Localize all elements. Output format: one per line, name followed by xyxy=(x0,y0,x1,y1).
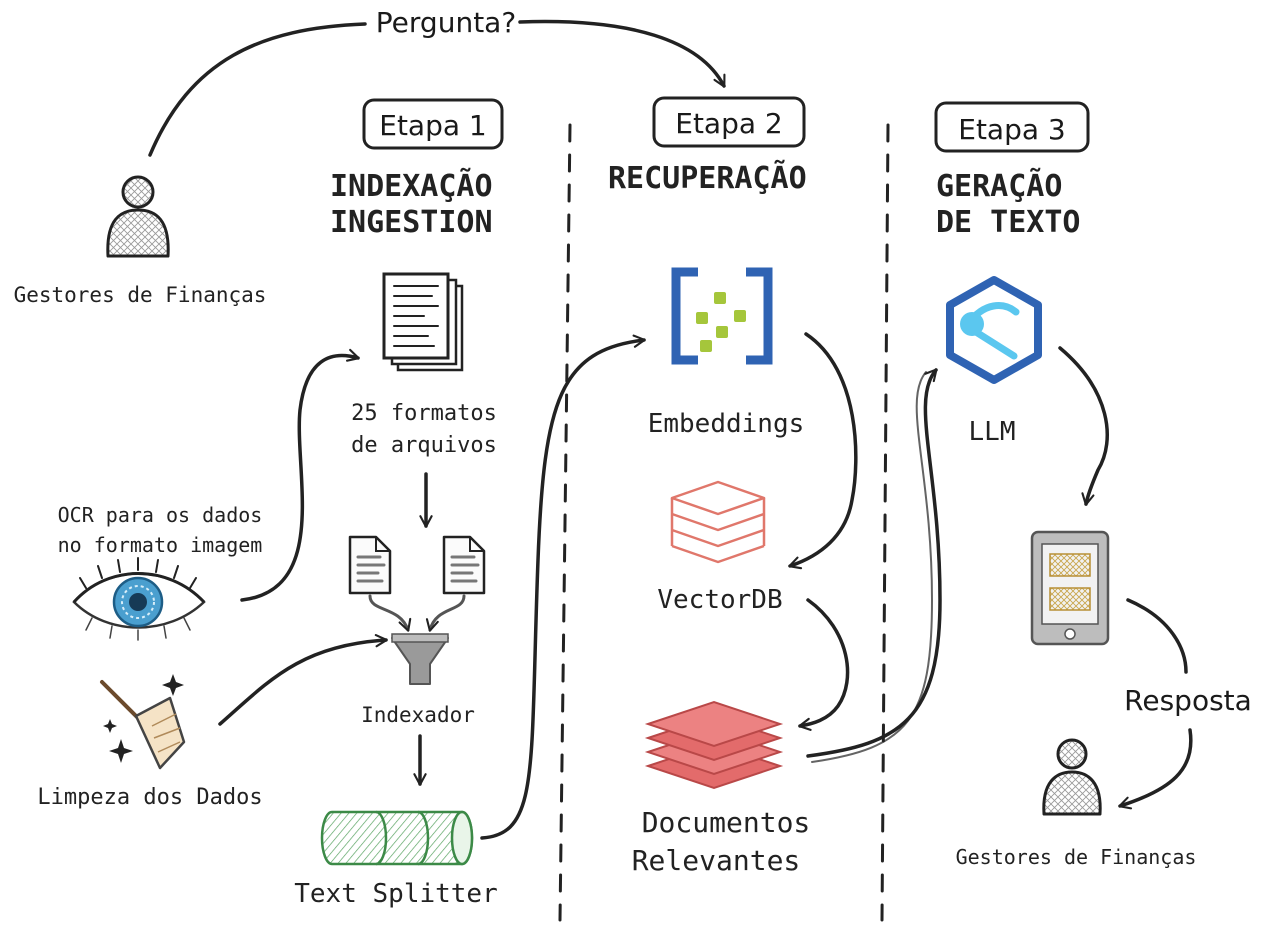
arrow-ocr-to-formats xyxy=(240,348,360,602)
arrow-docs-to-llm-trace xyxy=(811,371,934,763)
arrow-vectordb-to-docs xyxy=(798,598,850,731)
arrow-file-left-to-funnel xyxy=(368,594,412,632)
stage-2-badge-label: Etapa 2 xyxy=(675,107,782,140)
stage-2-badge: Etapa 2 xyxy=(652,96,806,148)
stage-3-title-line2: DE TEXTO xyxy=(936,205,1081,240)
ocr-label-line1: OCR para os dados xyxy=(58,503,263,527)
separator-2 xyxy=(880,123,890,922)
formats-label-line1: 25 formatos xyxy=(351,401,497,426)
arrow-cleaning-to-funnel xyxy=(218,634,388,726)
separator-1 xyxy=(558,123,572,922)
docs-label-line1: Documentos xyxy=(642,806,811,839)
arrow-splitter-to-embeddings xyxy=(480,334,646,840)
answer-label: Resposta xyxy=(1124,684,1252,717)
stage-3-badge: Etapa 3 xyxy=(934,101,1090,153)
eye-icon xyxy=(72,557,206,641)
formats-label-line2: de arquivos xyxy=(351,433,497,458)
document-stack-icon xyxy=(382,272,464,372)
file-icon xyxy=(348,535,392,595)
cylinder-icon xyxy=(320,810,474,866)
stage-1-title-line1: INDEXAÇÃO xyxy=(330,167,493,204)
question-label: Pergunta? xyxy=(376,6,516,39)
splitter-label: Text Splitter xyxy=(294,879,498,909)
stage-3-badge-label: Etapa 3 xyxy=(958,113,1065,146)
arrow-embeddings-to-vectordb xyxy=(788,332,858,570)
embeddings-icon xyxy=(671,267,773,365)
user-icon xyxy=(1042,738,1102,816)
stage-2-title-line1: RECUPERAÇÃO xyxy=(608,159,807,196)
cleaning-label: Limpeza dos Dados xyxy=(37,785,262,810)
ocr-label-line2: no formato imagem xyxy=(58,533,263,557)
database-icon xyxy=(670,480,766,564)
embeddings-label: Embeddings xyxy=(648,409,805,439)
llm-icon xyxy=(946,276,1042,384)
user-bottom-label: Gestores de Finanças xyxy=(956,845,1197,869)
user-icon xyxy=(106,175,170,258)
stage-3-title-line1: GERAÇÃO xyxy=(936,167,1062,204)
arrow-docs-to-llm xyxy=(806,368,942,758)
question-arrow xyxy=(148,19,724,157)
stage-1-badge-label: Etapa 1 xyxy=(379,109,486,142)
indexer-label: Indexador xyxy=(361,703,475,727)
tablet-icon xyxy=(1030,530,1110,646)
user-top-label: Gestores de Finanças xyxy=(14,283,267,307)
arrow-answer-to-user xyxy=(1118,728,1193,810)
file-icon xyxy=(442,535,486,595)
stage-1-title-line2: INGESTION xyxy=(330,205,493,240)
funnel-icon xyxy=(391,633,449,685)
llm-label: LLM xyxy=(969,417,1016,447)
vectordb-label: VectorDB xyxy=(657,585,782,615)
stage-1-badge: Etapa 1 xyxy=(362,98,504,150)
docs-label-line2: Relevantes xyxy=(632,844,801,877)
broom-icon xyxy=(100,674,186,770)
layers-icon xyxy=(644,700,784,790)
arrow-tablet-to-answer xyxy=(1126,598,1188,674)
arrow-file-right-to-funnel xyxy=(425,594,466,632)
arrow-llm-to-tablet xyxy=(1058,346,1109,506)
